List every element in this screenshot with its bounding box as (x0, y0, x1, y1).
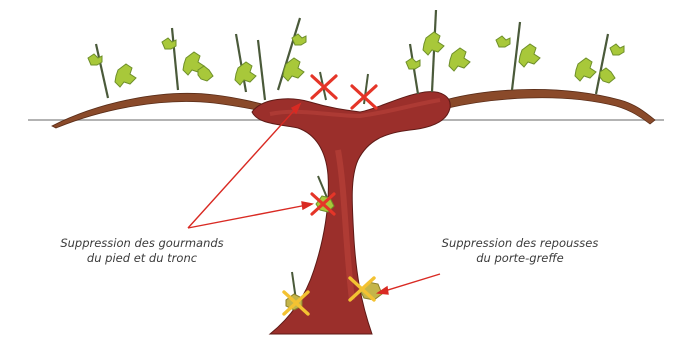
leaf (198, 66, 213, 81)
leaf (235, 62, 256, 85)
label-repousses-line1: Suppression des repousses (430, 236, 610, 251)
leaf (88, 54, 102, 65)
label-repousses-removal: Suppression des repousses du porte-greff… (430, 236, 610, 266)
leaf (115, 64, 136, 87)
red-cross-head-right (352, 86, 376, 108)
right-cordon-arm (445, 89, 655, 124)
label-gourmands-line2: du pied et du tronc (44, 251, 240, 266)
label-gourmands-removal: Suppression des gourmands du pied et du … (44, 236, 240, 266)
label-repousses-line2: du porte-greffe (430, 251, 610, 266)
leaf (600, 68, 615, 83)
label-gourmands-line1: Suppression des gourmands (44, 236, 240, 251)
left-cordon-arm (52, 93, 278, 128)
arrow-head-trunk (302, 202, 312, 209)
leaf (406, 58, 420, 69)
leaf (575, 58, 596, 81)
leaf (449, 48, 470, 71)
leaf (519, 44, 540, 67)
leaf (496, 36, 510, 47)
leaf (610, 44, 624, 55)
leaves-group (88, 32, 624, 87)
